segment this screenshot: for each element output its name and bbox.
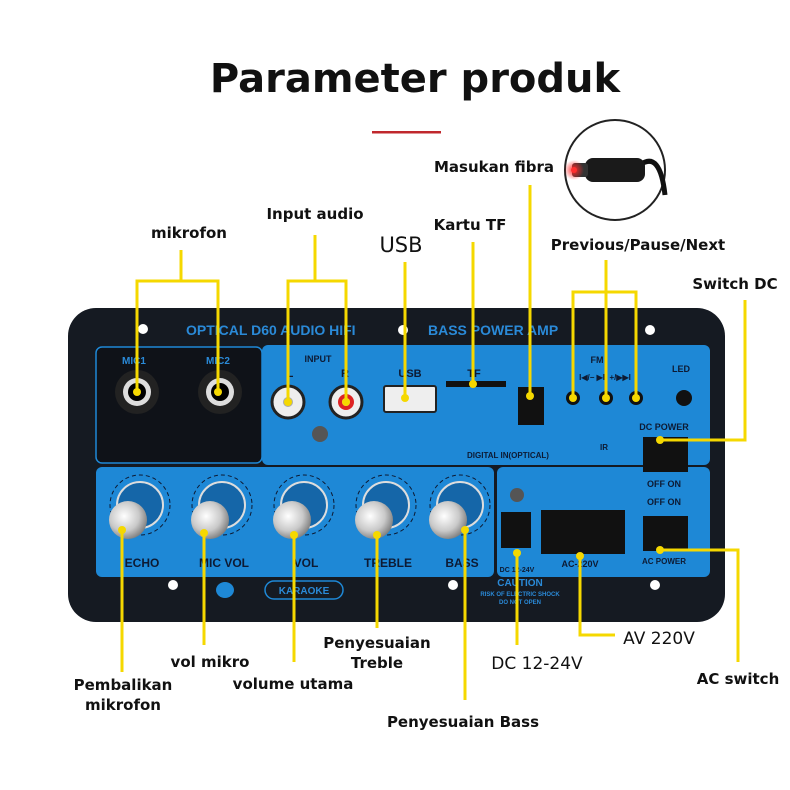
knob-label: MIC VOL	[199, 556, 249, 570]
l-label: L	[287, 368, 294, 380]
ac-off-on: OFF ON	[647, 497, 681, 507]
label-switch-dc: Switch DC	[692, 275, 777, 293]
knob-echo[interactable]: ECHO	[109, 474, 171, 570]
karaoke-badge	[264, 580, 344, 600]
knob-mic-vol[interactable]: MIC VOL	[191, 474, 253, 570]
screw	[510, 488, 524, 502]
label-bass: Penyesuaian Bass	[387, 713, 539, 731]
label-masukan-fibra: Masukan fibra	[434, 158, 554, 176]
panel-header-right: BASS POWER AMP	[428, 322, 558, 338]
amplifier-panel: OPTICAL D60 AUDIO HIFI BASS POWER AMP MI…	[68, 308, 725, 622]
label-mikrofon: mikrofon	[151, 224, 227, 242]
caution-text-2: DO NOT OPEN	[499, 600, 541, 606]
title-underline	[372, 131, 441, 134]
label-volume-utama: volume utama	[233, 675, 354, 693]
microphone-icon	[216, 582, 234, 598]
led-label: LED	[672, 364, 691, 374]
knob-label: BASS	[445, 556, 478, 570]
dc-input-jack	[501, 512, 531, 548]
label-treble-2: Treble	[351, 654, 403, 672]
usb-port-label: USB	[398, 368, 421, 380]
panel-header-left: OPTICAL D60 AUDIO HIFI	[186, 322, 356, 338]
leader-lines	[118, 185, 747, 700]
label-treble-1: Penyesuaian	[323, 634, 430, 652]
label-pembalikan-1: Pembalikan	[74, 676, 173, 694]
dc-off-on: OFF ON	[647, 479, 681, 489]
ir-label: IR	[600, 443, 608, 452]
label-kartu-tf: Kartu TF	[434, 216, 507, 234]
ac-input-socket	[541, 510, 625, 554]
knob-treble[interactable]: TREBLE	[355, 474, 417, 570]
label-input-audio: Input audio	[266, 205, 363, 223]
button-labels: I◀/− ▶II +/▶▶I	[579, 373, 631, 382]
ac-power-switch[interactable]	[643, 516, 688, 551]
page-title: Parameter produk	[210, 56, 622, 102]
label-pembalikan-2: mikrofon	[85, 696, 161, 714]
fm-label: FM	[591, 355, 604, 365]
led-indicator	[676, 390, 692, 406]
optical-connector-image	[564, 119, 668, 221]
digital-in-label: DIGITAL IN(OPTICAL)	[467, 451, 549, 460]
label-av: AV 220V	[623, 629, 695, 649]
label-usb: USB	[379, 233, 422, 257]
caution-label: CAUTION	[497, 578, 543, 589]
karaoke-label: KARAOKE	[279, 586, 330, 597]
ac-power-label: AC POWER	[642, 557, 686, 566]
label-vol-mikro: vol mikro	[171, 653, 250, 671]
knob-label: ECHO	[125, 556, 160, 570]
dc-power-label: DC POWER	[639, 422, 689, 432]
knob-bass[interactable]: BASS	[429, 474, 491, 570]
mic1-label: MIC1	[122, 356, 146, 367]
label-dc: DC 12-24V	[491, 654, 583, 674]
dc-power-switch[interactable]	[643, 437, 688, 472]
knob-vol[interactable]: VOL	[273, 474, 335, 570]
caution-text: RISK OF ELECTRIC SHOCK	[480, 592, 560, 598]
label-ac-switch: AC switch	[697, 670, 780, 688]
usb-port	[383, 385, 437, 413]
label-prev-pause-next: Previous/Pause/Next	[551, 236, 725, 254]
screw	[312, 426, 328, 442]
knob-label: TREBLE	[364, 556, 412, 570]
knob-label: VOL	[294, 556, 319, 570]
input-label: INPUT	[305, 354, 333, 364]
